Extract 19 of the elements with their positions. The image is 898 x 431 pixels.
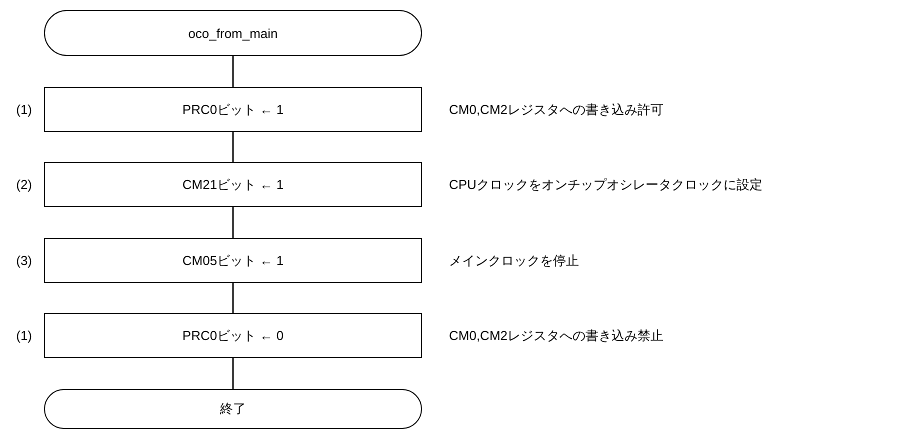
process-box: PRC0ビット ← 0 [44,313,422,358]
step-comment: CM0,CM2レジスタへの書き込み禁止 [449,328,664,344]
process-box: PRC0ビット ← 1 [44,87,422,132]
terminal-box: 終了 [44,389,422,429]
step-number: (3) [16,252,32,268]
step-number: (1) [16,328,32,344]
connector-line [232,56,234,87]
step-comment: CM0,CM2レジスタへの書き込み許可 [449,102,664,118]
step-comment: メインクロックを停止 [449,252,579,268]
process-box: CM05ビット ← 1 [44,238,422,283]
connector-line [232,207,234,238]
step-number: (1) [16,102,32,118]
connector-line [232,283,234,313]
terminal-box: oco_from_main [44,10,422,56]
connector-line [232,132,234,162]
connector-line [232,358,234,389]
step-number: (2) [16,176,32,192]
step-comment: CPUクロックをオンチップオシレータクロックに設定 [449,176,762,192]
process-box: CM21ビット ← 1 [44,162,422,207]
